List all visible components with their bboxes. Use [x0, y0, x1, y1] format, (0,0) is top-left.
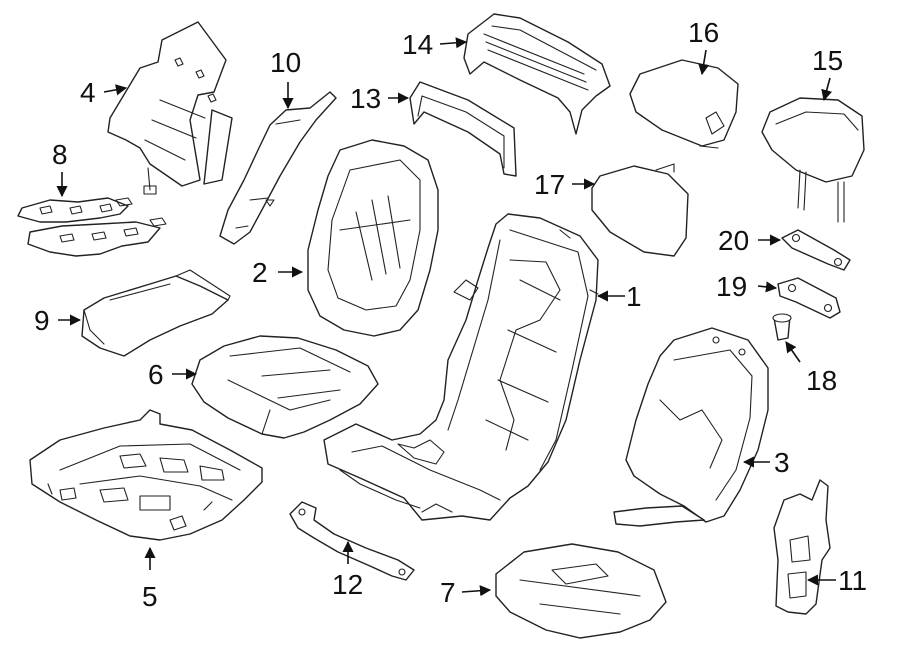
part-19-bracket[interactable]	[777, 277, 841, 319]
callout-2: 2	[252, 257, 268, 288]
part-11-side-bracket[interactable]	[773, 479, 831, 615]
callout-8: 8	[52, 139, 68, 170]
callout-9: 9	[34, 305, 50, 336]
part-1-seat-frame[interactable]	[323, 213, 599, 521]
part-17-headrest-cushion[interactable]	[591, 163, 689, 257]
part-18-guide-sleeve[interactable]	[772, 313, 792, 341]
part-5-seat-cushion-pan[interactable]	[29, 409, 263, 541]
part-13-rear-panel-frame[interactable]	[409, 81, 517, 177]
part-7-seat-cushion-insert[interactable]	[495, 543, 667, 639]
part-16-headrest[interactable]	[629, 59, 739, 149]
part-6-seat-cushion-cover[interactable]	[191, 335, 379, 439]
callout-18: 18	[806, 365, 837, 396]
callout-14: 14	[402, 29, 433, 60]
part-12-wire-rod[interactable]	[289, 501, 415, 581]
part-20-bracket[interactable]	[781, 229, 851, 271]
callout-7: 7	[440, 577, 456, 608]
part-4-seatback-heater-pad[interactable]	[107, 21, 233, 195]
callout-1: 1	[626, 281, 642, 312]
callout-10: 10	[270, 47, 301, 78]
callout-4: 4	[80, 77, 96, 108]
part-14-headrest-guide-bracket[interactable]	[463, 13, 611, 135]
callout-13: 13	[350, 83, 381, 114]
callout-11: 11	[838, 565, 867, 596]
part-9-bolster-pad[interactable]	[81, 269, 231, 357]
part-8-cushion-heater-mats[interactable]	[17, 197, 167, 257]
part-15-headrest-with-posts[interactable]	[761, 97, 865, 223]
leader-lines	[56, 37, 836, 597]
part-3-seatback-trim[interactable]	[613, 327, 769, 527]
callout-6: 6	[148, 359, 164, 390]
callout-labels: 1 2 3 4 5 6 7 8 9 10 11 12 13 14 15 16 1…	[34, 17, 867, 612]
callout-20: 20	[718, 225, 749, 256]
callout-16: 16	[688, 17, 719, 48]
callout-17: 17	[534, 169, 565, 200]
part-2-seatback-cover[interactable]	[307, 139, 439, 337]
callout-3: 3	[774, 447, 790, 478]
callout-5: 5	[142, 581, 158, 612]
part-10-side-trim-panel[interactable]	[219, 91, 337, 245]
callout-12: 12	[332, 569, 363, 600]
callout-19: 19	[716, 271, 747, 302]
callout-15: 15	[812, 45, 843, 76]
